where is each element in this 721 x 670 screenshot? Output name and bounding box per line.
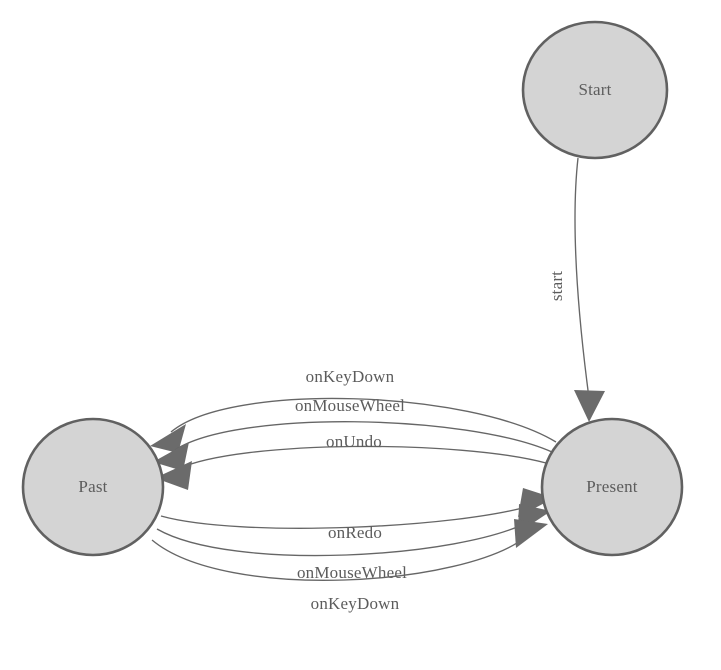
edge-onkeydown-up-path — [170, 397, 557, 443]
edge-onundo-present-past[interactable]: onUndo — [155, 432, 547, 490]
node-start-shape — [521, 20, 669, 160]
node-start-label: Start — [578, 80, 611, 99]
edge-onredo-path — [160, 504, 534, 529]
node-present-label: Present — [586, 477, 638, 496]
edge-onkeydown-down-arrowhead — [514, 519, 548, 548]
node-past[interactable]: Past — [21, 417, 165, 557]
edge-onmousewheel-up-label: onMouseWheel — [295, 396, 405, 415]
node-present[interactable]: Present — [540, 417, 684, 557]
edge-start-arrowhead — [574, 390, 605, 422]
node-present-shape — [540, 417, 684, 557]
edge-onkeydown-down-path — [151, 535, 528, 581]
edge-onkeydown-up-arrowhead — [150, 424, 186, 453]
node-past-shape — [21, 417, 165, 557]
edge-start[interactable]: start — [547, 157, 605, 422]
edge-onkeydown-down-label: onKeyDown — [311, 594, 400, 613]
edge-onundo-arrowhead — [155, 461, 192, 490]
edge-onmousewheel-down-path — [156, 520, 531, 557]
edge-onmousewheel-past-present[interactable]: onMouseWheel — [156, 504, 551, 582]
node-start[interactable]: Start — [521, 20, 669, 160]
edge-start-path — [574, 157, 590, 399]
edge-onredo-label: onRedo — [328, 523, 382, 542]
node-past-label: Past — [78, 477, 107, 496]
edge-onmousewheel-up-arrowhead — [153, 442, 189, 471]
edge-onmousewheel-up-path — [174, 421, 553, 453]
edge-onundo-path — [177, 445, 547, 470]
edge-onmousewheel-present-past[interactable]: onMouseWheel — [153, 396, 553, 471]
edge-onkeydown-present-past[interactable]: onKeyDown — [150, 367, 557, 453]
edge-onundo-label: onUndo — [326, 432, 382, 451]
edge-onkeydown-up-label: onKeyDown — [306, 367, 395, 386]
edge-onkeydown-past-present[interactable]: onKeyDown — [151, 519, 548, 613]
edge-onmousewheel-down-label: onMouseWheel — [297, 563, 407, 582]
edge-start-label: start — [547, 271, 566, 301]
